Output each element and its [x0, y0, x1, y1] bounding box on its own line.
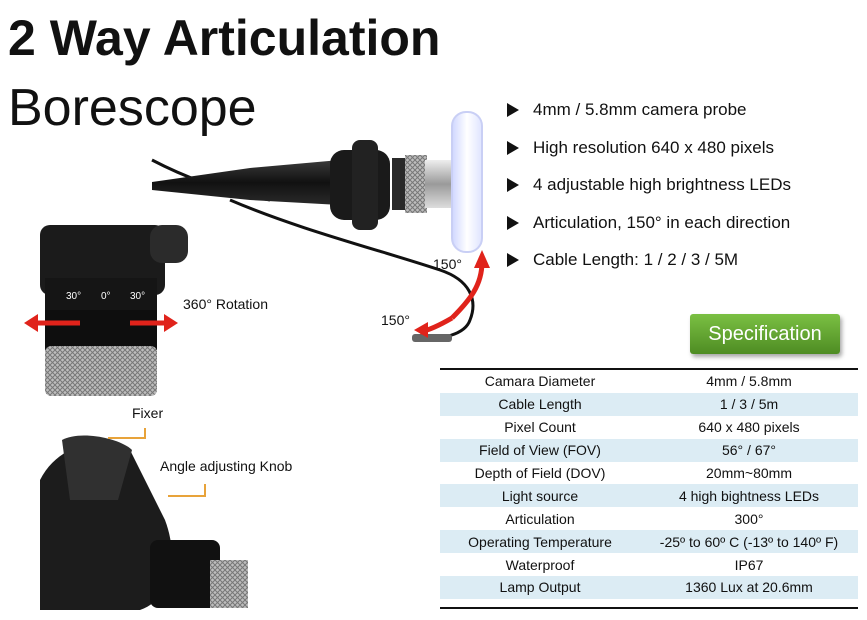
bullet-arrow-icon [507, 215, 519, 230]
dial-tick-center: 0° [101, 291, 111, 302]
spec-name: Waterproof [440, 553, 640, 577]
feature-item: High resolution 640 x 480 pixels [505, 136, 791, 174]
spec-value: 4 high bightness LEDs [640, 484, 858, 508]
spec-value: -25º to 60º C (-13º to 140º F) [640, 530, 858, 554]
table-top-rule [440, 368, 858, 370]
angle-label-bottom: 150° [381, 312, 410, 328]
spec-name: Operating Temperature [440, 530, 640, 554]
specification-button[interactable]: Specification [690, 314, 840, 354]
spec-value: 1 / 3 / 5m [640, 392, 858, 416]
knob-label: Angle adjusting Knob [160, 458, 293, 474]
spec-name: Cable Length [440, 392, 640, 416]
feature-list: 4mm / 5.8mm camera probe High resolution… [505, 98, 791, 286]
spec-value: IP67 [640, 553, 858, 577]
rotation-label: 360° Rotation [183, 296, 268, 312]
table-row: Depth of Field (DOV)20mm~80mm [440, 461, 858, 485]
dial-tick-left: 30° [66, 291, 82, 302]
spec-name: Camara Diameter [440, 370, 640, 393]
page-subtitle: Borescope [8, 79, 257, 137]
page-title: 2 Way Articulation [8, 10, 441, 66]
spec-value: 300° [640, 507, 858, 531]
angle-label-top: 150° [433, 256, 462, 272]
bullet-arrow-icon [507, 178, 519, 192]
feature-item: Articulation, 150° in each direction [505, 211, 791, 249]
spec-name: Depth of Field (DOV) [440, 461, 640, 485]
spec-name: Light source [440, 484, 640, 508]
spec-value: 640 x 480 pixels [640, 415, 858, 439]
dial-tick-right: 30° [130, 291, 146, 302]
bullet-arrow-icon [507, 140, 519, 155]
feature-item: 4 adjustable high brightness LEDs [505, 173, 791, 211]
feature-item: 4mm / 5.8mm camera probe [505, 98, 791, 136]
spec-value: 20mm~80mm [640, 461, 858, 485]
bullet-arrow-icon [507, 103, 519, 117]
spec-name: Lamp Output [440, 576, 640, 599]
cable [151, 158, 271, 202]
spec-name: Field of View (FOV) [440, 438, 640, 462]
bullet-arrow-icon [507, 253, 519, 267]
fixer-label: Fixer [132, 405, 164, 421]
table-row: Field of View (FOV)56° / 67° [440, 438, 858, 462]
spec-value: 1360 Lux at 20.6mm [640, 576, 858, 599]
table-row: Operating Temperature-25º to 60º C (-13º… [440, 530, 858, 554]
spec-value: 56° / 67° [640, 438, 858, 462]
spec-name: Articulation [440, 507, 640, 531]
spec-name: Pixel Count [440, 415, 640, 439]
table-bottom-rule [440, 607, 858, 609]
feature-item: Cable Length: 1 / 2 / 3 / 5M [505, 248, 791, 286]
spec-value: 4mm / 5.8mm [640, 370, 858, 393]
